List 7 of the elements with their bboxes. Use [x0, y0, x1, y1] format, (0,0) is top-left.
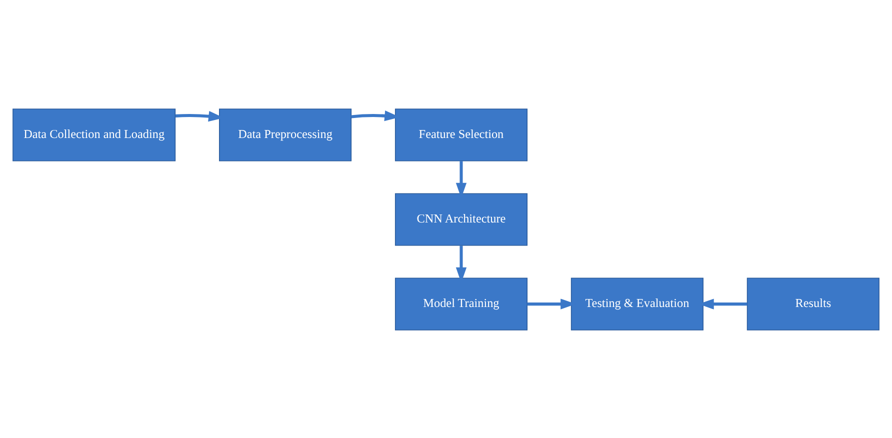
node-box: Data Collection and Loading — [12, 108, 176, 161]
node-box: Model Training — [394, 277, 528, 330]
node-box: Results — [746, 277, 880, 330]
node-box: CNN Architecture — [394, 192, 528, 246]
node-box: Feature Selection — [394, 108, 528, 161]
node-box: Data Preprocessing — [219, 108, 352, 161]
node-box: Testing & Evaluation — [570, 277, 704, 330]
